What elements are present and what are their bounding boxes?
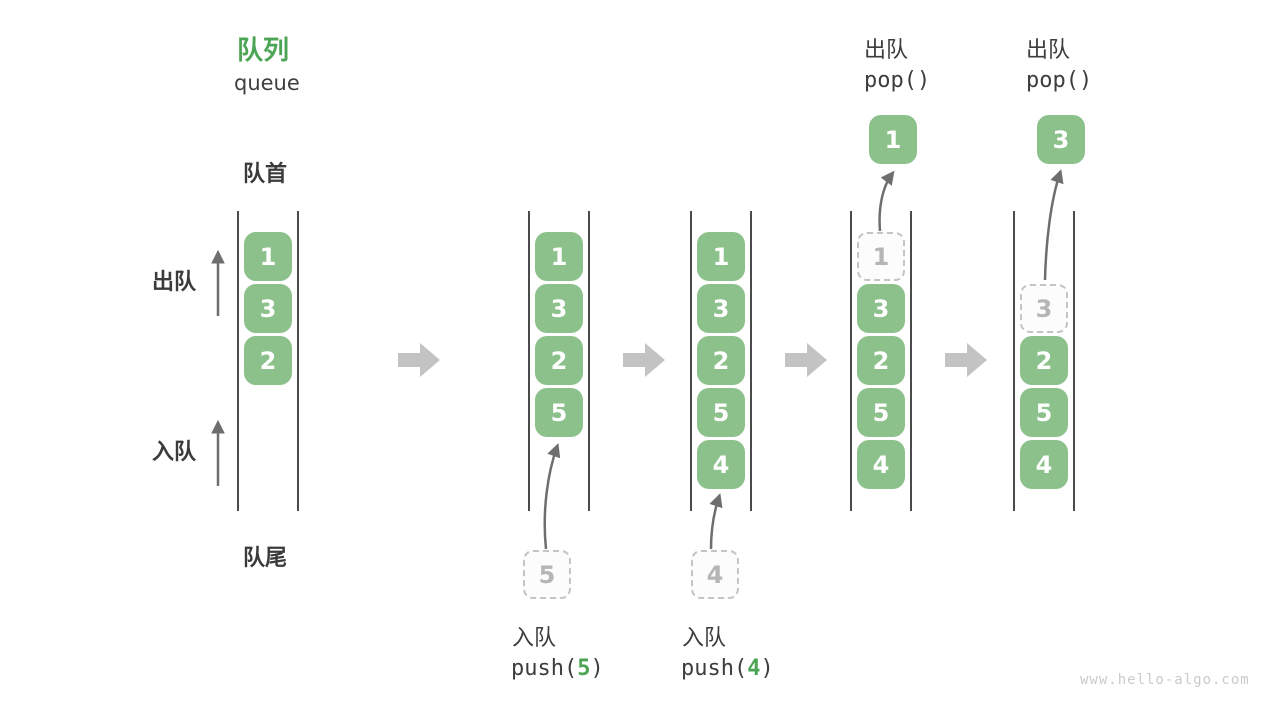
pop3-arrow (1043, 169, 1064, 281)
popped-value-cell: 3 (1037, 115, 1085, 164)
code-push2: push(4) (681, 656, 774, 681)
queue5-left-wall (1013, 211, 1015, 511)
code-push2-arg: 4 (747, 656, 761, 681)
queue3-left-wall (690, 211, 692, 511)
label-dequeue-left: 出队 (152, 270, 197, 295)
queue-cell: 1 (697, 232, 745, 281)
queue-cell: 5 (697, 388, 745, 437)
incoming-ghost-cell: 4 (691, 550, 739, 599)
queue3-right-wall (750, 211, 752, 511)
diagram-title-zh: 队列 (237, 36, 290, 66)
dequeued-ghost-cell: 1 (857, 232, 905, 281)
queue5-right-wall (1073, 211, 1075, 511)
push4-arrow (709, 493, 723, 550)
dequeued-ghost-cell: 3 (1020, 284, 1068, 333)
queue-cell: 2 (1020, 336, 1068, 385)
label-enqueue-left: 入队 (152, 440, 197, 465)
pop1-arrow (878, 170, 895, 232)
queue-cell: 3 (535, 284, 583, 333)
queue-cell: 1 (535, 232, 583, 281)
queue-cell: 4 (857, 440, 905, 489)
code-push1-pre: push( (511, 656, 578, 681)
queue-cell: 4 (697, 440, 745, 489)
queue-cell: 2 (857, 336, 905, 385)
code-pop1: pop() (864, 68, 931, 93)
queue-cell: 3 (857, 284, 905, 333)
code-pop2: pop() (1026, 68, 1093, 93)
label-enqueue-op1: 入队 (512, 626, 557, 651)
diagram-title-en: queue (234, 71, 300, 95)
queue2-left-wall (528, 211, 530, 511)
code-push2-post: ) (760, 656, 774, 681)
queue-cell: 5 (535, 388, 583, 437)
right-block-arrow (945, 343, 987, 377)
queue1-left-wall (237, 211, 239, 511)
queue-cell: 3 (697, 284, 745, 333)
queue4-right-wall (910, 211, 912, 511)
right-block-arrow (785, 343, 827, 377)
right-block-arrow (623, 343, 665, 377)
queue-cell: 4 (1020, 440, 1068, 489)
code-push2-pre: push( (681, 656, 748, 681)
code-push1-post: ) (590, 656, 604, 681)
code-push1: push(5) (511, 656, 604, 681)
queue2-right-wall (588, 211, 590, 511)
label-dequeue-op2: 出队 (1026, 38, 1071, 63)
queue-cell: 3 (244, 284, 292, 333)
queue1-right-wall (297, 211, 299, 511)
watermark: www.hello-algo.com (1080, 672, 1250, 688)
label-enqueue-op2: 入队 (682, 626, 727, 651)
queue4-left-wall (850, 211, 852, 511)
push5-arrow (543, 443, 561, 550)
code-push1-arg: 5 (577, 656, 591, 681)
queue-cell: 1 (244, 232, 292, 281)
popped-value-cell: 1 (869, 115, 917, 164)
incoming-ghost-cell: 5 (523, 550, 571, 599)
label-queue-front: 队首 (243, 162, 288, 187)
queue-cell: 2 (535, 336, 583, 385)
label-dequeue-op1: 出队 (864, 38, 909, 63)
right-block-arrow (398, 343, 440, 377)
queue-cell: 5 (1020, 388, 1068, 437)
queue-cell: 2 (697, 336, 745, 385)
queue-cell: 2 (244, 336, 292, 385)
label-queue-rear: 队尾 (243, 546, 288, 571)
queue-cell: 5 (857, 388, 905, 437)
